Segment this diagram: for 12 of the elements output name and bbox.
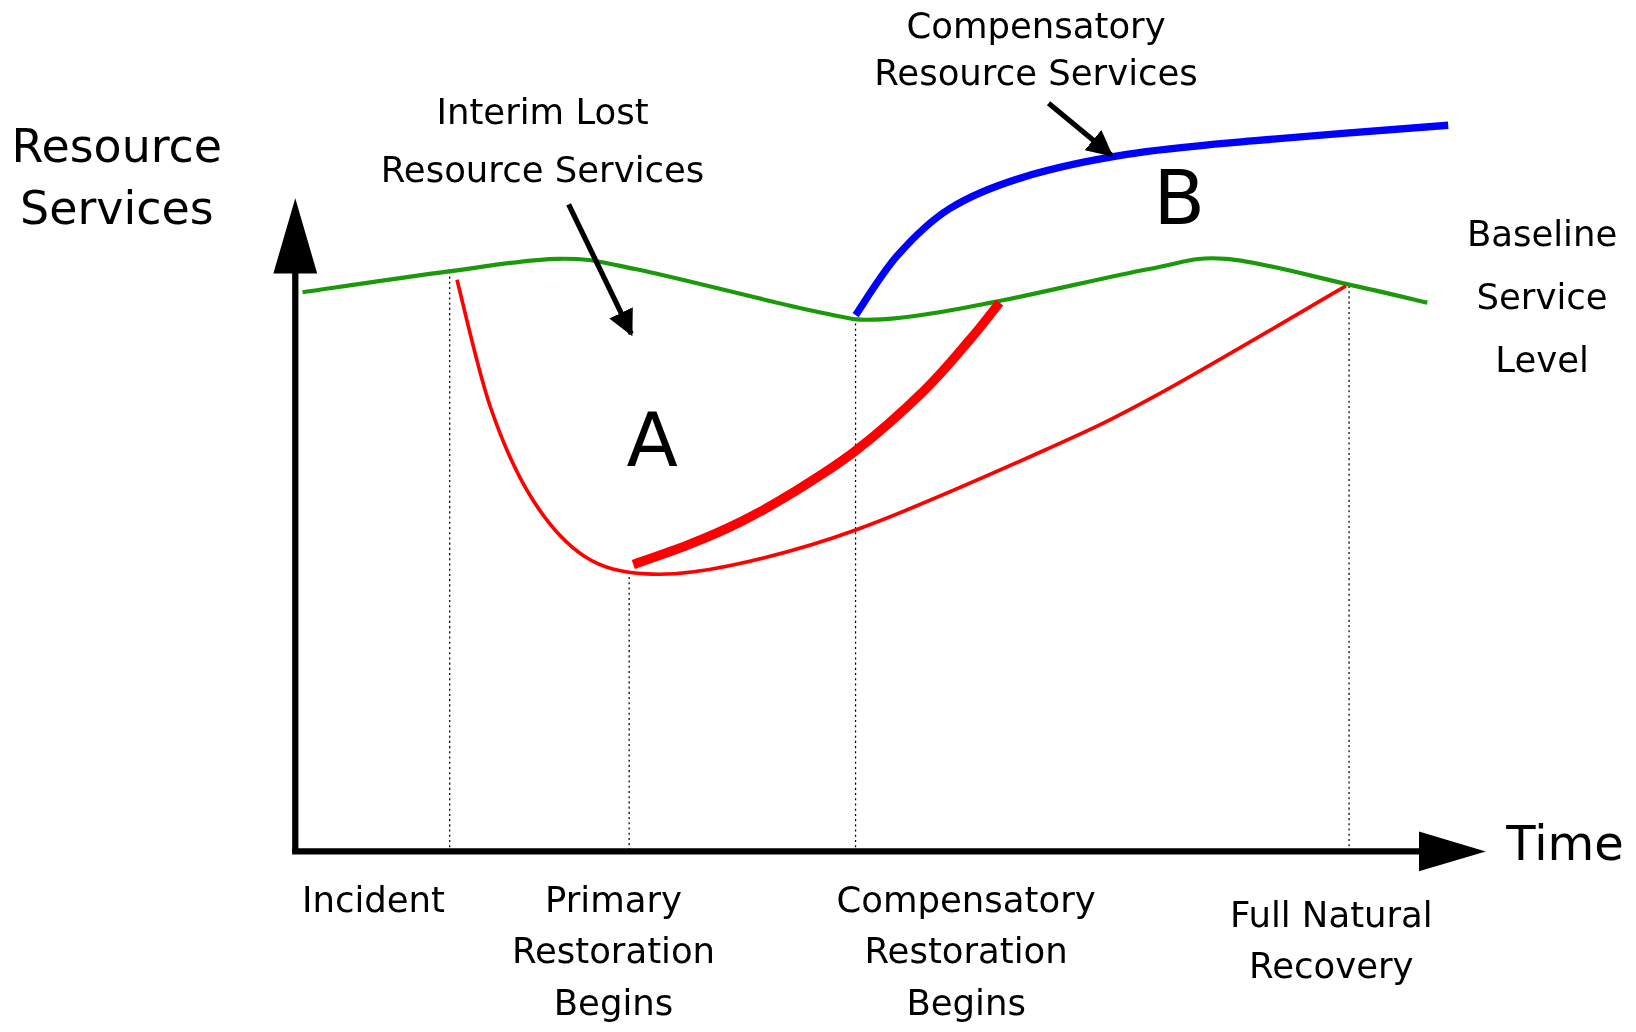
callout-text: Compensatory Resource Services — [869, 3, 1203, 98]
leader-arrow — [566, 203, 634, 337]
event-label: Full Natural Recovery — [1228, 892, 1434, 989]
curve-label: Baseline Service Level — [1465, 212, 1619, 382]
area-label: B — [1111, 156, 1206, 240]
event-label: Primary Restoration Begins — [510, 878, 717, 1025]
axis-title: Time — [1505, 813, 1625, 873]
event-label: Incident — [301, 878, 446, 923]
leader-arrow — [1046, 101, 1114, 157]
event-label: Compensatory Restoration Begins — [835, 878, 1097, 1025]
axis-title: Resource Services — [10, 117, 224, 238]
callout-text: Interim Lost Resource Services — [375, 83, 710, 199]
